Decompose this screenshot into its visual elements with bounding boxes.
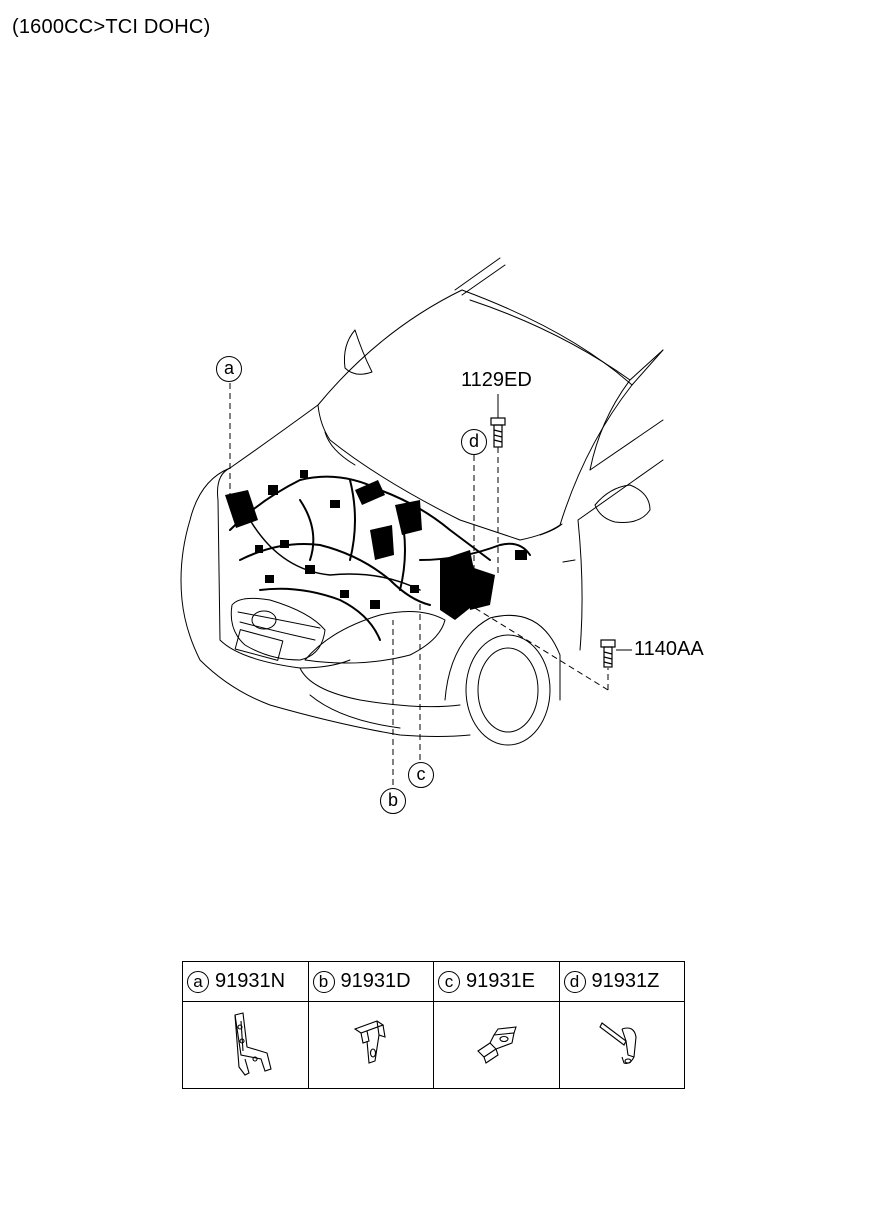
fuse-block [225,490,258,528]
part-number-a: 91931N [215,970,286,992]
bolt-1129ed-icon [490,417,506,448]
bolt-1140aa-icon [600,639,616,668]
parts-letter-c: c [438,970,460,993]
callout-c-marker: c [408,762,434,788]
parts-letter-a: a [187,970,209,993]
parts-header-c: c 91931E [434,970,559,993]
callout-d-marker: d [461,429,487,455]
callout-b-marker: b [380,788,406,814]
callout-1129ed-label: 1129ED [461,369,532,391]
leader-1140aa [469,604,609,691]
windshield-outline [454,257,664,471]
bracket-c-icon [477,1026,518,1064]
parts-letter-b: b [312,970,335,993]
page-title: (1600CC>TCI DOHC) [12,16,211,38]
bracket-d-icon [599,1022,637,1064]
front-wheel [465,634,551,746]
hood-outline [317,289,633,541]
mirror-right [594,484,651,523]
bracket-a-icon [234,1012,272,1076]
parts-header-a: a 91931N [183,970,308,993]
callout-a-marker: a [216,356,242,382]
part-number-b: 91931D [340,970,411,992]
badge-emblem [251,610,277,630]
parts-letter-d: d [563,970,586,993]
callout-1140aa-label: 1140AA [634,638,704,660]
part-number-d: 91931Z [591,970,660,992]
part-number-c: 91931E [466,970,535,992]
mirror-left [344,329,373,375]
bracket-b-icon [353,1020,386,1064]
grille-outline [230,597,326,661]
